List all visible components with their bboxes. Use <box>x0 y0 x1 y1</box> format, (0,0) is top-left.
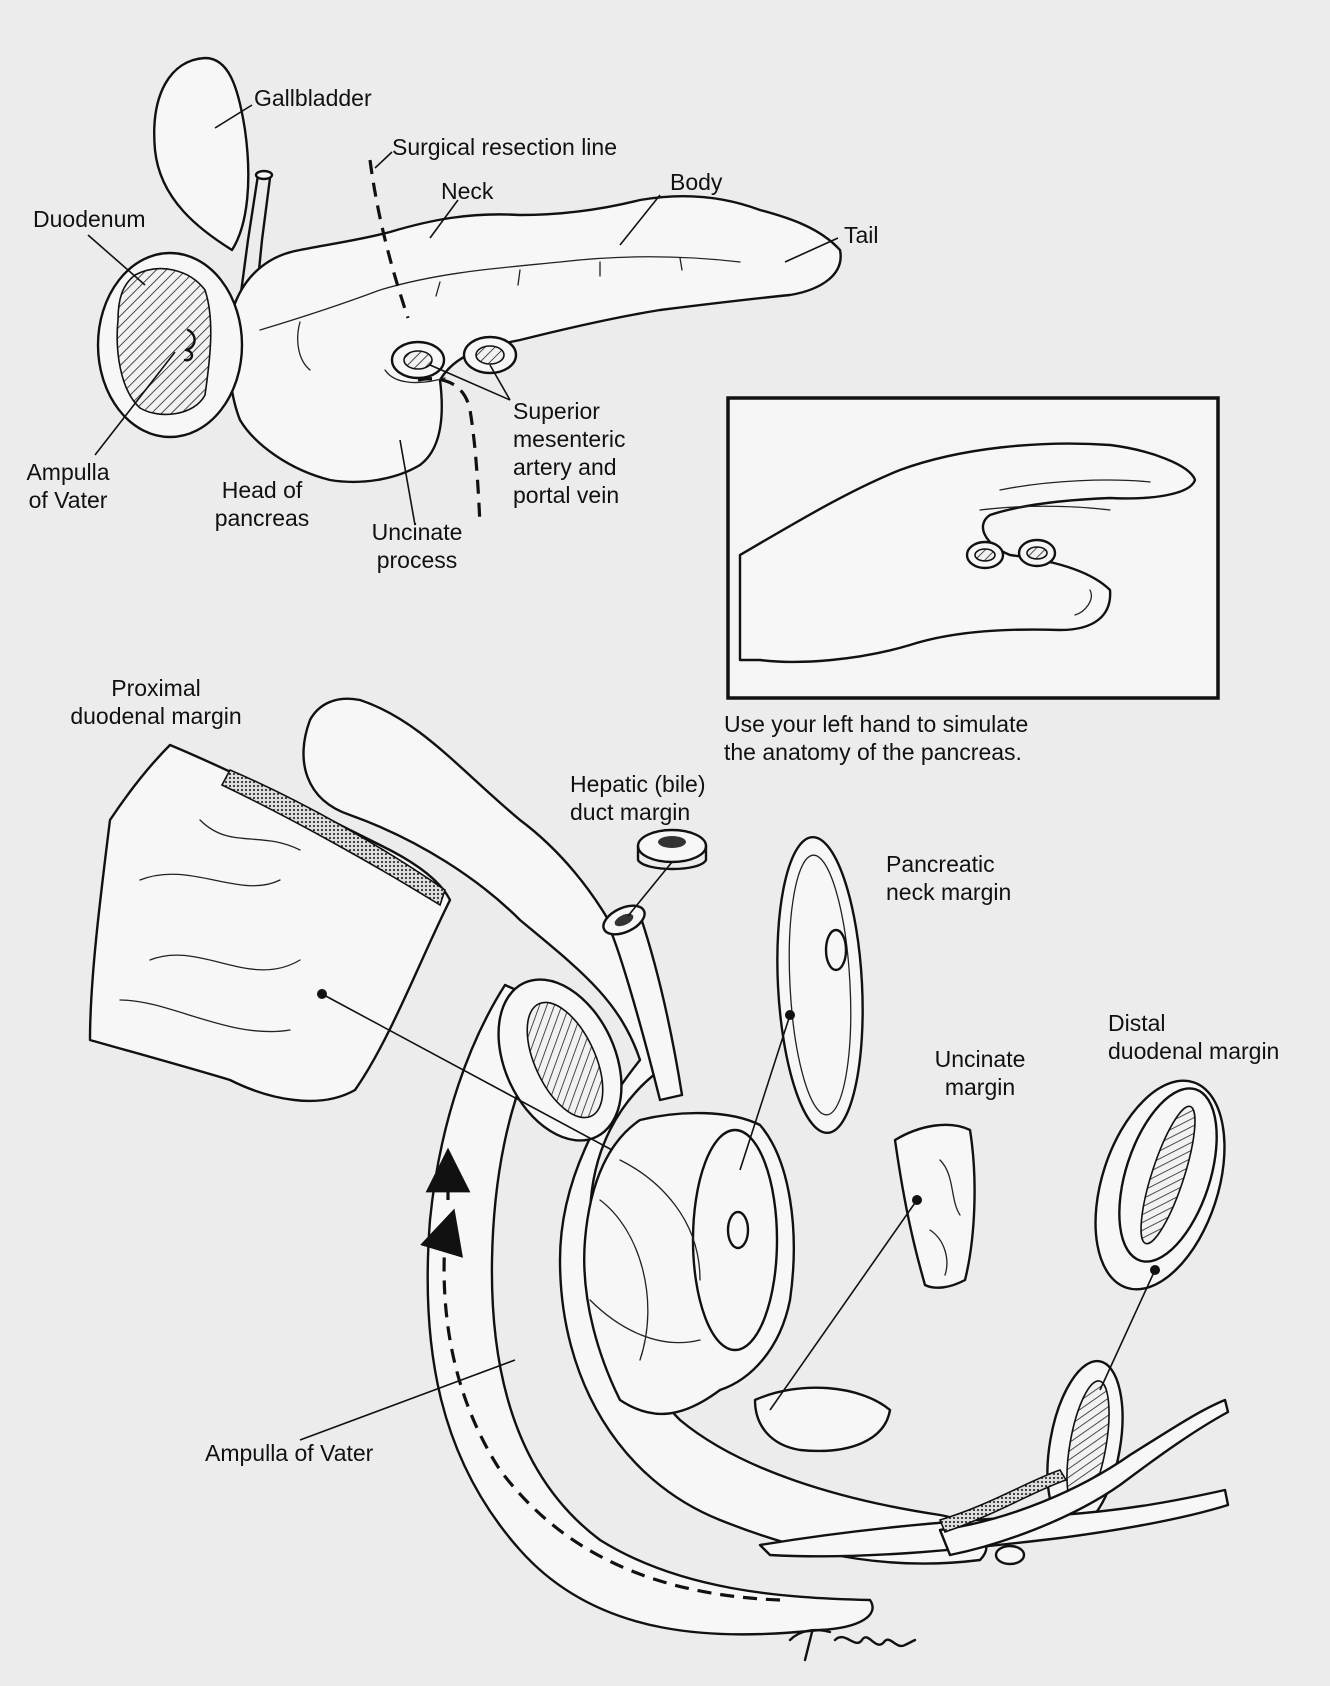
hepatic-duct-margin-ring <box>636 828 708 871</box>
label-hepatic-duct-margin: Hepatic (bile)duct margin <box>570 771 706 825</box>
label-ampulla-bottom: Ampulla of Vater <box>205 1440 374 1466</box>
pancreas-shape <box>226 194 842 483</box>
clamp-instrument <box>758 1398 1230 1566</box>
uncinate-margin-piece <box>893 1123 976 1289</box>
bile-duct-end <box>254 169 274 181</box>
uncinate-residual <box>753 1386 892 1453</box>
gallbladder-shape <box>153 56 250 252</box>
label-surgical-resection-line: Surgical resection line <box>392 134 618 160</box>
pancreas-anatomy-top <box>87 56 842 526</box>
label-tail: Tail <box>844 222 879 248</box>
duodenum-loop <box>426 983 874 1636</box>
ampulla-mark <box>183 328 196 362</box>
duodenum-path-arrow <box>420 1208 781 1602</box>
duodenum-lumen <box>116 267 212 416</box>
surgical-resection-line <box>368 159 482 526</box>
pancreatic-duct <box>259 256 741 331</box>
artist-signature <box>788 1628 917 1662</box>
label-duodenum: Duodenum <box>33 206 146 232</box>
bile-duct-stump <box>606 913 684 1102</box>
bottom-leader-lines <box>299 861 1160 1441</box>
hand-inset <box>726 396 1220 700</box>
label-body: Body <box>670 169 723 195</box>
top-leader-lines <box>87 104 839 526</box>
distal-duodenal-margin-ring <box>1094 1079 1226 1291</box>
label-neck: Neck <box>441 178 494 204</box>
specimen-bottom <box>88 697 1230 1662</box>
label-gallbladder: Gallbladder <box>254 85 372 111</box>
pancreatic-neck-margin-disc <box>776 835 864 1135</box>
